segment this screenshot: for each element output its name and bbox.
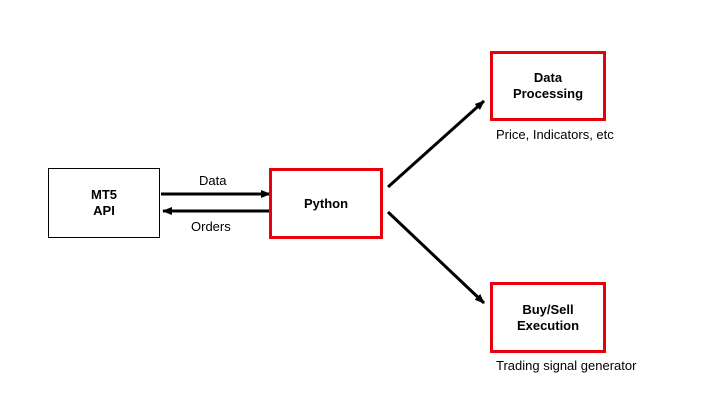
- data-processing-caption: Price, Indicators, etc: [496, 127, 614, 142]
- to-execution-arrow: [386, 210, 486, 305]
- mt5-api-box: MT5 API: [48, 168, 160, 238]
- execution-caption: Trading signal generator: [496, 358, 637, 373]
- orders-edge-label: Orders: [191, 219, 231, 234]
- python-box: Python: [269, 168, 383, 239]
- execution-label-line1: Buy/Sell: [522, 301, 574, 317]
- mt5-api-label-line1: MT5: [91, 187, 117, 202]
- execution-box: Buy/Sell Execution: [490, 282, 606, 353]
- data-processing-box: Data Processing: [490, 51, 606, 121]
- mt5-api-label-line2: API: [93, 203, 115, 218]
- python-label: Python: [303, 195, 349, 211]
- execution-label-line2: Execution: [516, 317, 580, 333]
- to-data-processing-arrow: [386, 99, 486, 189]
- data-edge-label: Data: [199, 173, 227, 188]
- data-processing-label-line1: Data: [533, 70, 563, 85]
- data-processing-label-line2: Processing: [512, 86, 584, 101]
